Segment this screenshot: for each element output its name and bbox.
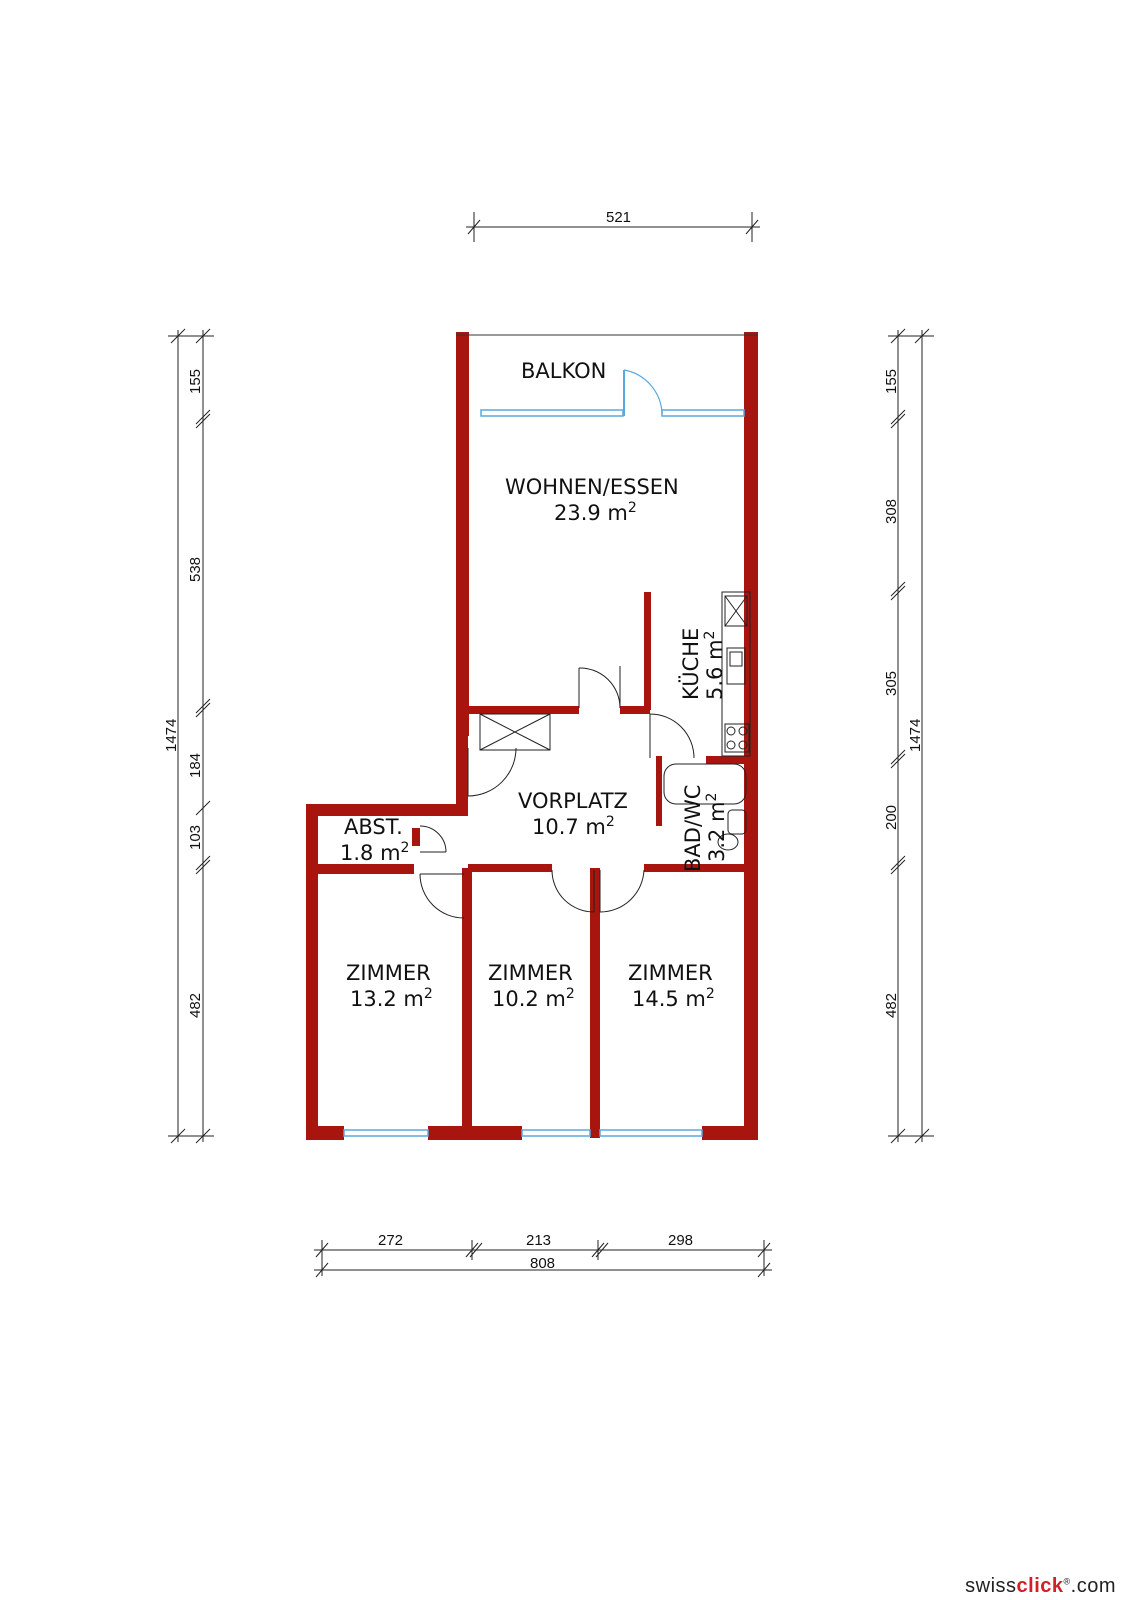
label-zimmer3-area: 14.5 m2 <box>632 986 715 1011</box>
balcony-door-swing <box>623 369 663 415</box>
kitchen-stove <box>724 723 750 753</box>
wall-abst-bottom <box>318 864 414 874</box>
label-abst-area: 1.8 m2 <box>340 840 409 865</box>
wall-living-bottom-b <box>620 706 650 714</box>
svg-text:3.2 m2: 3.2 m2 <box>704 793 729 862</box>
window-balcony-right <box>661 409 745 417</box>
wall-rooms-top-a <box>468 864 552 872</box>
dim-right-155: 155 <box>883 369 900 394</box>
label-zimmer2-area: 10.2 m2 <box>492 986 575 1011</box>
kitchen-sink <box>726 647 746 685</box>
dim-bottom-272: 272 <box>378 1232 403 1249</box>
dim-right-total: 1474 <box>907 719 924 752</box>
label-zimmer1-name: ZIMMER <box>346 961 431 985</box>
label-balkon: BALKON <box>521 359 606 383</box>
wall-bottom-c <box>702 1126 758 1140</box>
label-kueche: KÜCHE 5.6 m2 <box>678 628 727 700</box>
dim-right-308: 308 <box>883 499 900 524</box>
windows <box>343 409 745 1137</box>
wall-abst-top <box>306 804 468 816</box>
wall-hall-left-stub <box>456 736 468 814</box>
wall-bath-left <box>656 756 662 826</box>
wall-kitchen-bottom <box>706 756 750 764</box>
wall-living-bottom-a <box>469 706 579 714</box>
label-zimmer2-name: ZIMMER <box>488 961 573 985</box>
label-bad: BAD/WC 3.2 m2 <box>681 785 729 872</box>
label-wohnen-name: WOHNEN/ESSEN <box>505 475 679 499</box>
dim-left-538: 538 <box>187 557 204 582</box>
wall-bottom-b <box>428 1126 522 1140</box>
window-zimmer1 <box>343 1129 429 1137</box>
dim-bottom-808: 808 <box>530 1255 555 1272</box>
bath-sink <box>727 809 747 835</box>
svg-text:5.6 m2: 5.6 m2 <box>702 631 727 700</box>
watermark-logo: swissclick®.com <box>965 1575 1116 1597</box>
dim-left-184: 184 <box>187 753 204 778</box>
kitchen-fridge <box>724 595 748 627</box>
label-vorplatz-area: 10.7 m2 <box>532 814 615 839</box>
wall-abst-right <box>412 828 420 846</box>
label-zimmer1-area: 13.2 m2 <box>350 986 433 1011</box>
wall-living-left <box>456 332 469 736</box>
dim-bottom-298: 298 <box>668 1232 693 1249</box>
window-balcony-left <box>480 409 624 417</box>
wall-right-lower <box>744 760 758 1140</box>
label-vorplatz-name: VORPLATZ <box>518 789 628 813</box>
wall-bottom-a <box>306 1126 344 1140</box>
wall-rooms-top-b <box>644 864 750 872</box>
svg-text:BAD/WC: BAD/WC <box>681 785 705 872</box>
dim-left-103: 103 <box>187 825 204 850</box>
svg-text:KÜCHE: KÜCHE <box>678 628 703 700</box>
dim-right-305: 305 <box>883 671 900 696</box>
wall-z2-z3 <box>590 868 600 1138</box>
kitchen-counter <box>721 591 751 757</box>
dim-left-total: 1474 <box>163 719 180 752</box>
fixtures <box>479 591 751 851</box>
walls <box>306 332 758 1140</box>
doors <box>419 666 695 919</box>
dim-right-482: 482 <box>883 993 900 1018</box>
window-zimmer3 <box>599 1129 703 1137</box>
dim-bottom-213: 213 <box>526 1232 551 1249</box>
dim-left-482: 482 <box>187 993 204 1018</box>
dim-top-521: 521 <box>606 209 631 226</box>
dim-right-200: 200 <box>883 805 900 830</box>
toilet <box>717 833 739 851</box>
dim-left-155: 155 <box>187 369 204 394</box>
wall-living-right <box>744 332 758 792</box>
wall-left-outer <box>306 804 318 1140</box>
label-wohnen-area: 23.9 m2 <box>554 500 637 525</box>
wall-z1-z2 <box>462 868 472 1138</box>
label-abst-name: ABST. <box>344 815 403 839</box>
bathtub <box>663 763 747 805</box>
wall-kitchen-left <box>644 592 651 710</box>
label-zimmer3-name: ZIMMER <box>628 961 713 985</box>
closet-cross-living <box>479 713 551 751</box>
window-zimmer2 <box>521 1129 591 1137</box>
dimension-lines <box>168 212 934 1278</box>
